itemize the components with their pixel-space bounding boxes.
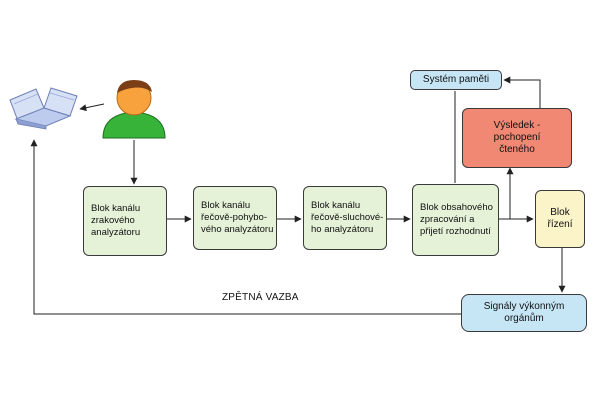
node-line: Blok kanálu: [91, 203, 141, 214]
node-line: Blok obsahového: [420, 202, 493, 213]
edge-vysledek-pamet: [503, 76, 541, 108]
node-line: řízení: [547, 219, 573, 230]
node-line: analyzátoru: [91, 227, 141, 238]
node-system-pameti: Systém paměti: [410, 70, 502, 90]
node-line: ho analyzátoru: [311, 224, 374, 235]
node-line: Signály výkonným: [483, 301, 565, 312]
node-line: přijetí rozhodnutí: [420, 226, 491, 237]
node-line: pochopení: [493, 132, 541, 143]
node-line: zpracování a: [420, 214, 475, 225]
edge-feedback: [30, 139, 461, 315]
node-zrakovy-analyzator: Blok kanálu zrakového analyzátoru: [83, 186, 167, 256]
node-line: zrakového: [91, 215, 135, 226]
node-signaly-organum: Signály výkonným orgánům: [461, 294, 587, 332]
edge-person-book: [79, 103, 105, 112]
node-blok-rizeni: Blok řízení: [535, 190, 585, 248]
node-vysledek: Výsledek - pochopení čteného: [462, 108, 572, 168]
node-line: čteného: [499, 144, 535, 155]
node-line: Blok kanálu: [311, 200, 361, 211]
node-line: Blok kanálu: [201, 200, 251, 211]
node-line: vého analyzátoru: [201, 224, 274, 235]
node-line: řečově-sluchové-: [311, 212, 384, 223]
node-line: Systém paměti: [422, 74, 490, 85]
person-icon: [102, 80, 166, 139]
node-recove-pohybovy-analyzator: Blok kanálu řečově-pohybo- vého analyzát…: [193, 186, 277, 250]
node-line: orgánům: [504, 313, 544, 324]
node-recove-sluchovy-analyzator: Blok kanálu řečově-sluchové- ho analyzát…: [303, 186, 387, 250]
node-obsahove-zpracovani: Blok obsahového zpracování a přijetí roz…: [412, 184, 499, 256]
feedback-label: ZPĚTNÁ VAZBA: [222, 292, 299, 303]
node-line: Výsledek -: [493, 120, 541, 131]
open-book-icon: [9, 87, 78, 130]
node-line: Blok: [550, 207, 570, 218]
node-line: řečově-pohybo-: [201, 212, 268, 223]
